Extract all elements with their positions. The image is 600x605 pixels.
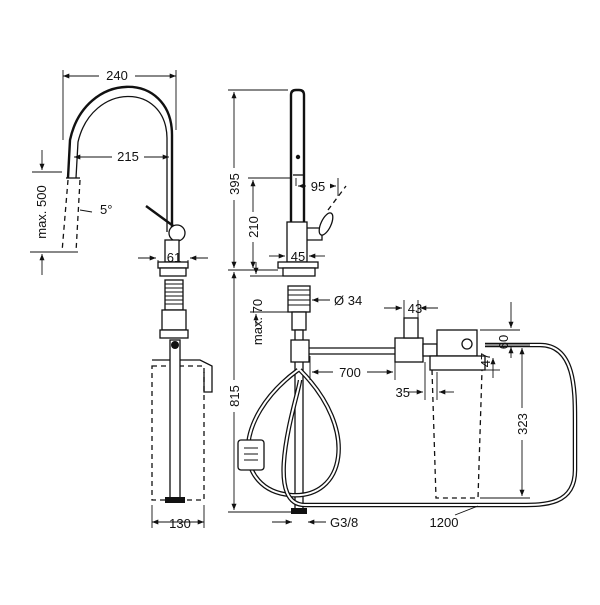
dim-43: 43 [408, 301, 422, 316]
dim-815: 815 [227, 385, 242, 407]
dim-35: 35 [396, 385, 410, 400]
dim-g38: G3/8 [330, 515, 358, 530]
dim-1200: 1200 [430, 515, 459, 530]
dim-95: 95 [311, 179, 325, 194]
dim-130: 130 [169, 516, 191, 531]
dim-210: 210 [246, 216, 261, 238]
dim-diameter-34: Ø 34 [334, 293, 362, 308]
dim-240: 240 [106, 68, 128, 83]
pullout-hose [245, 368, 341, 498]
dim-47: 47 [478, 353, 493, 367]
lever-knob [168, 224, 186, 242]
dim-max-70: max. 70 [250, 299, 265, 345]
dim-5-degrees: 5° [100, 202, 112, 217]
front-view: 240 215 max. 500 5° 61 130 [30, 66, 213, 531]
spout-outline [66, 85, 174, 232]
dim-61: 61 [167, 250, 181, 265]
dim-215: 215 [117, 149, 139, 164]
dim-45: 45 [291, 249, 305, 264]
dim-700: 700 [339, 365, 361, 380]
dim-395: 395 [227, 173, 242, 195]
dim-323: 323 [515, 413, 530, 435]
dim-max-500: max. 500 [34, 185, 49, 238]
dim-60: 60 [496, 335, 511, 349]
side-view: 395 210 95 45 Ø 34 max. 70 815 G3/8 [226, 88, 578, 530]
